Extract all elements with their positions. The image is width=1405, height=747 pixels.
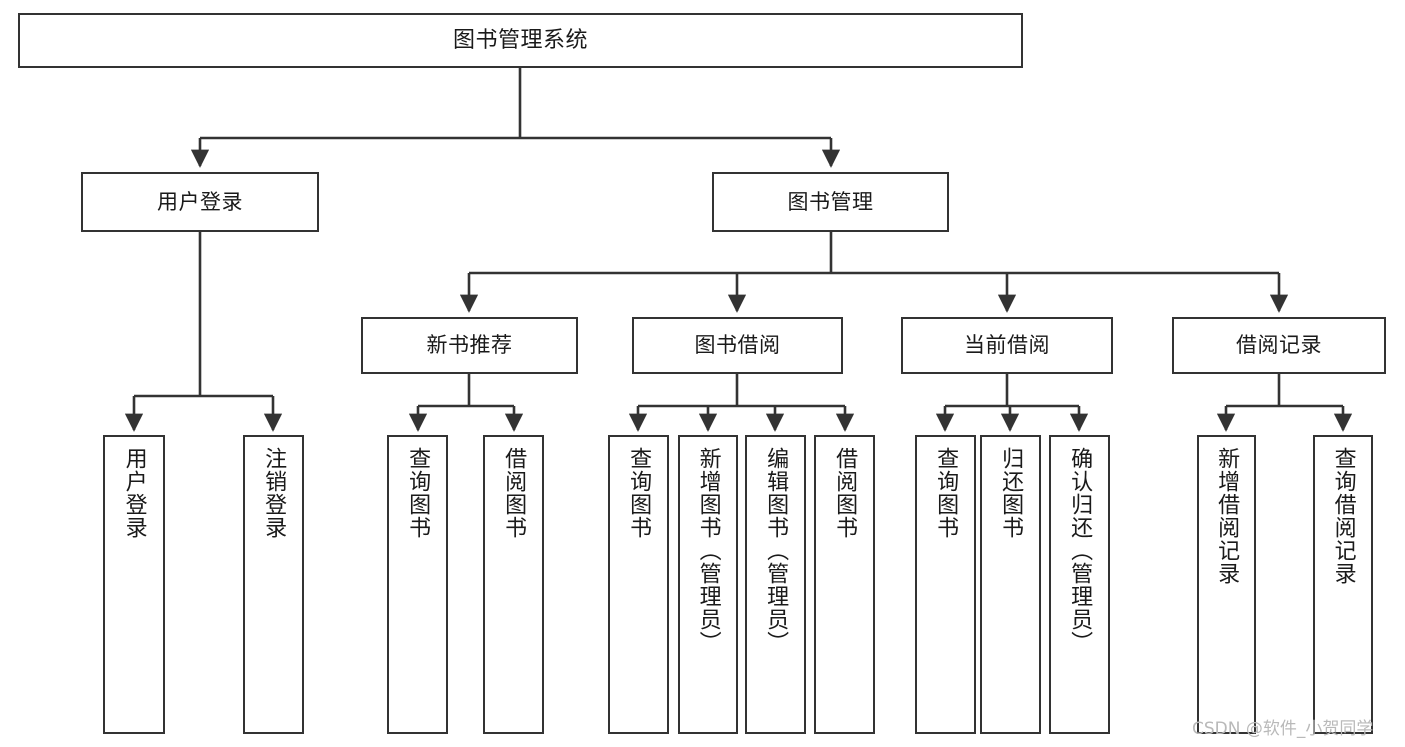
node-leaf-query-book-3-label: 查询图书 [933, 447, 959, 539]
node-book-manage-label: 图书管理 [787, 189, 874, 214]
csdn-watermark: CSDN @软件_小贺同学 [1192, 719, 1374, 739]
node-leaf-query-book-1-label: 查询图书 [405, 447, 431, 539]
node-book-borrow-label: 图书借阅 [694, 333, 781, 358]
node-leaf-user-login-label: 用户登录 [121, 447, 147, 539]
node-leaf-borrow-book-2-label: 借阅图书 [832, 447, 858, 539]
node-root[interactable]: 图书管理系统 [18, 13, 1023, 68]
node-leaf-add-book[interactable]: 新增图书（管理员） [678, 435, 738, 734]
node-root-label: 图书管理系统 [452, 27, 588, 53]
node-borrow-record-label: 借阅记录 [1236, 333, 1322, 358]
node-leaf-logout-login-label: 注销登录 [261, 447, 287, 539]
node-new-book-recommend[interactable]: 新书推荐 [361, 317, 578, 374]
node-borrow-record[interactable]: 借阅记录 [1172, 317, 1386, 374]
node-leaf-borrow-book-2[interactable]: 借阅图书 [814, 435, 875, 734]
node-leaf-edit-book[interactable]: 编辑图书（管理员） [745, 435, 806, 734]
node-leaf-user-login[interactable]: 用户登录 [103, 435, 165, 734]
node-book-manage[interactable]: 图书管理 [712, 172, 949, 232]
node-leaf-query-book-1[interactable]: 查询图书 [387, 435, 448, 734]
node-leaf-borrow-book-1-label: 借阅图书 [501, 447, 527, 539]
node-user-login[interactable]: 用户登录 [81, 172, 319, 232]
node-user-login-label: 用户登录 [157, 189, 243, 214]
node-current-borrow-label: 当前借阅 [964, 333, 1050, 358]
node-leaf-return-book[interactable]: 归还图书 [980, 435, 1041, 734]
node-leaf-return-book-label: 归还图书 [998, 447, 1024, 539]
node-new-book-recommend-label: 新书推荐 [426, 333, 513, 358]
node-leaf-add-book-label: 新增图书（管理员） [695, 447, 721, 654]
node-book-borrow[interactable]: 图书借阅 [632, 317, 843, 374]
node-leaf-borrow-book-1[interactable]: 借阅图书 [483, 435, 544, 734]
node-leaf-confirm-return[interactable]: 确认归还（管理员） [1049, 435, 1110, 734]
node-leaf-edit-book-label: 编辑图书（管理员） [763, 447, 789, 654]
node-leaf-query-book-2-label: 查询图书 [626, 447, 652, 539]
node-leaf-confirm-return-label: 确认归还（管理员） [1067, 447, 1093, 654]
node-leaf-query-borrow-record[interactable]: 查询借阅记录 [1313, 435, 1373, 734]
node-leaf-query-book-2[interactable]: 查询图书 [608, 435, 669, 734]
node-leaf-add-borrow-record[interactable]: 新增借阅记录 [1197, 435, 1256, 734]
node-leaf-add-borrow-record-label: 新增借阅记录 [1214, 447, 1240, 585]
node-current-borrow[interactable]: 当前借阅 [901, 317, 1113, 374]
node-leaf-query-book-3[interactable]: 查询图书 [915, 435, 976, 734]
node-leaf-logout-login[interactable]: 注销登录 [243, 435, 304, 734]
node-leaf-query-borrow-record-label: 查询借阅记录 [1330, 447, 1356, 585]
